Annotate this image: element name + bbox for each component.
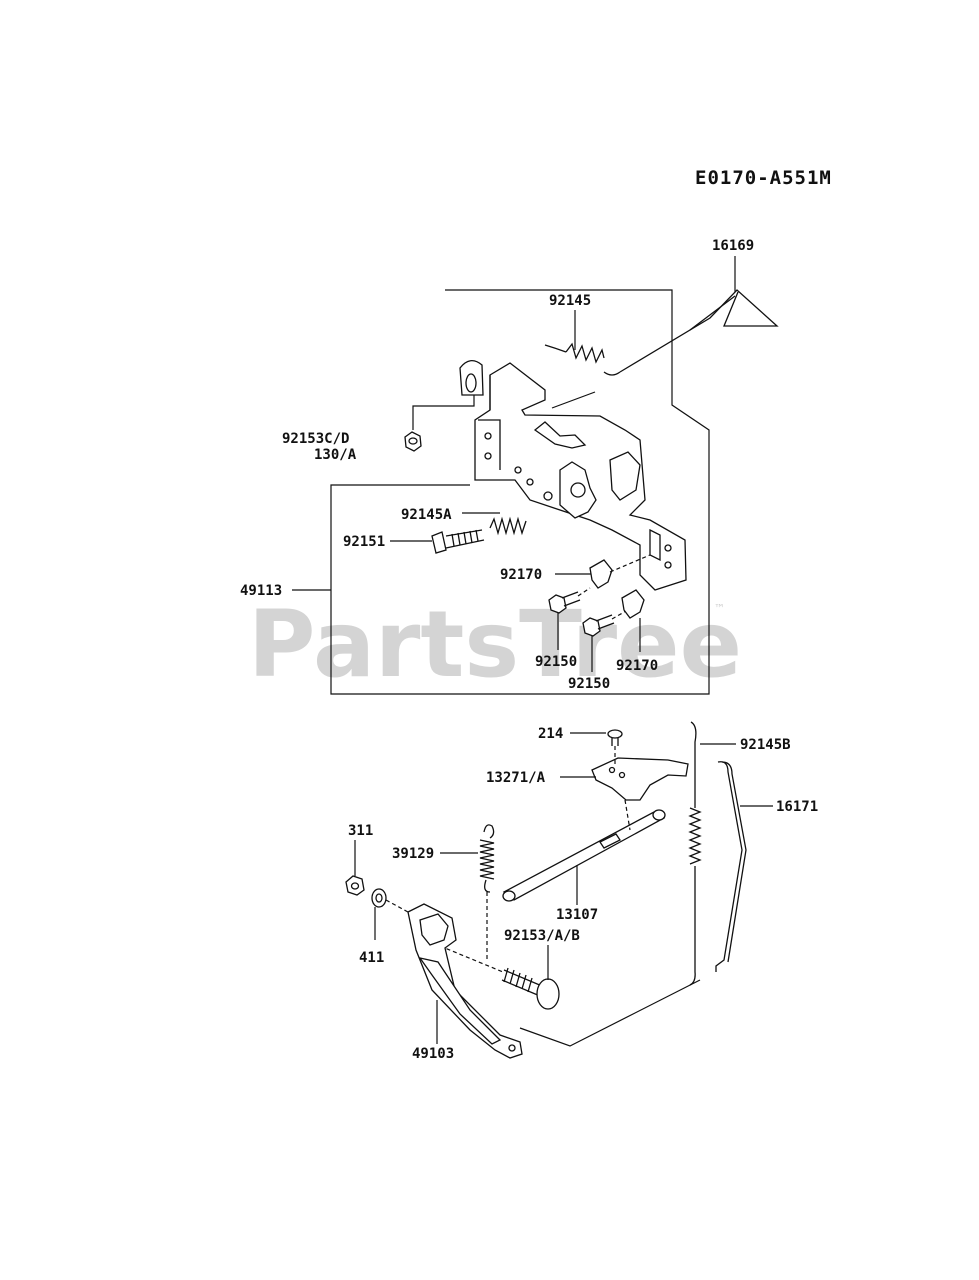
label-39129: 39129	[392, 846, 434, 862]
part-16171-rod	[715, 761, 773, 972]
part-92150-bolt-a	[548, 587, 591, 650]
label-49103: 49103	[412, 1046, 454, 1062]
label-92153ab: 92153/A/B	[504, 928, 580, 944]
part-92145-spring	[544, 310, 621, 376]
part-control-plate	[474, 362, 687, 591]
label-92145a: 92145A	[401, 507, 452, 523]
part-311-nut	[345, 840, 365, 896]
label-13271a: 13271/A	[486, 770, 546, 786]
label-92145b: 92145B	[740, 737, 791, 753]
part-214-screw	[570, 729, 623, 746]
label-92170-a: 92170	[500, 567, 542, 583]
watermark: PartsTree	[248, 591, 742, 698]
label-92153cd: 92153C/D	[282, 431, 349, 447]
part-92170-clip-b	[621, 589, 645, 652]
part-13107-shaft	[502, 799, 666, 905]
label-92151: 92151	[343, 534, 385, 550]
label-214: 214	[538, 726, 563, 742]
label-92150-b: 92150	[568, 676, 610, 692]
part-13271a-plate	[560, 746, 689, 801]
label-130a: 130/A	[314, 447, 357, 463]
part-92145a-spring	[462, 512, 527, 536]
label-16169: 16169	[712, 238, 754, 254]
part-411-washer	[371, 888, 409, 940]
part-eye-bracket	[459, 360, 484, 396]
label-92145: 92145	[549, 293, 591, 309]
part-92145b-rod	[688, 721, 736, 986]
part-92153cd-nut	[404, 395, 475, 452]
part-39129-spring	[440, 824, 495, 960]
trademark-symbol: ™	[714, 602, 725, 615]
part-16169-link	[619, 256, 779, 373]
part-49103-lever	[407, 903, 523, 1059]
label-411: 411	[359, 950, 384, 966]
label-92170-b: 92170	[616, 658, 658, 674]
diagram-code: E0170-A551M	[695, 167, 832, 189]
part-92153ab-bolt	[439, 945, 560, 1010]
label-13107: 13107	[556, 907, 598, 923]
part-92150-bolt-b	[582, 610, 627, 672]
label-92150-a: 92150	[535, 654, 577, 670]
label-49113: 49113	[240, 583, 282, 599]
label-311: 311	[348, 823, 373, 839]
part-92170-clip-a	[555, 554, 651, 589]
upper-assembly-outline	[330, 289, 710, 695]
lower-assembly-outline	[519, 979, 701, 1047]
label-16171: 16171	[776, 799, 818, 815]
part-92151-bolt	[390, 529, 485, 554]
